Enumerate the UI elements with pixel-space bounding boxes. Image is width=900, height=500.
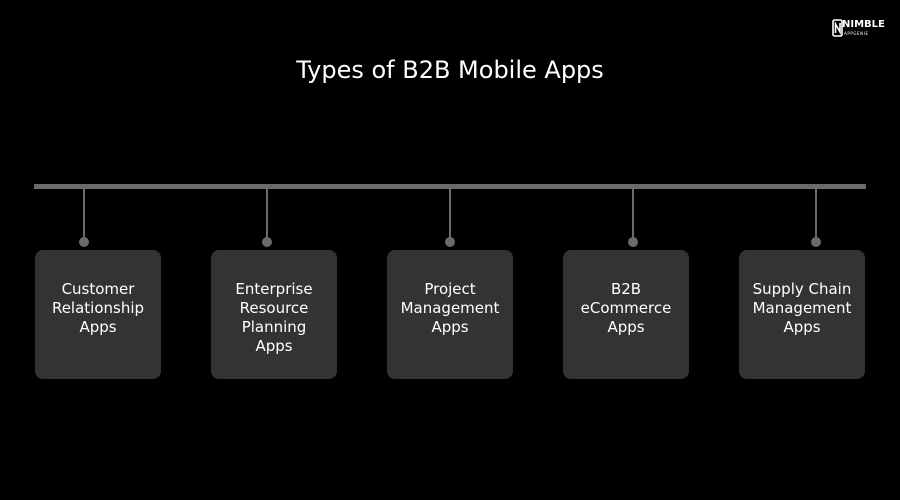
connector-line-1 [83, 188, 85, 240]
app-type-label-3: Project Management Apps [400, 280, 500, 336]
connector-line-3 [449, 188, 451, 240]
app-type-label-2: Enterprise Resource Planning Apps [235, 280, 313, 355]
connector-dot-3 [445, 237, 455, 247]
brand-mark-icon [832, 19, 843, 37]
connector-dot-1 [79, 237, 89, 247]
brand-logo-subtext: APPGENIE [844, 31, 869, 36]
horizontal-connector-line [34, 184, 866, 189]
app-type-card-2: Enterprise Resource Planning Apps [211, 250, 337, 379]
app-type-card-3: Project Management Apps [387, 250, 513, 379]
page-title: Types of B2B Mobile Apps [296, 56, 604, 84]
app-type-label-4: B2B eCommerce Apps [580, 280, 672, 336]
connector-dot-5 [811, 237, 821, 247]
connector-dot-4 [628, 237, 638, 247]
brand-logo-text: NIMBLE [842, 19, 885, 30]
connector-line-4 [632, 188, 634, 240]
connector-line-2 [266, 188, 268, 240]
brand-logo: NIMBLE APPGENIE [832, 19, 885, 41]
connector-dot-2 [262, 237, 272, 247]
app-type-card-1: Customer Relationship Apps [35, 250, 161, 379]
app-type-card-5: Supply Chain Management Apps [739, 250, 865, 379]
connector-line-5 [815, 188, 817, 240]
app-type-label-1: Customer Relationship Apps [51, 280, 145, 336]
app-type-label-5: Supply Chain Management Apps [752, 280, 852, 336]
app-type-card-4: B2B eCommerce Apps [563, 250, 689, 379]
